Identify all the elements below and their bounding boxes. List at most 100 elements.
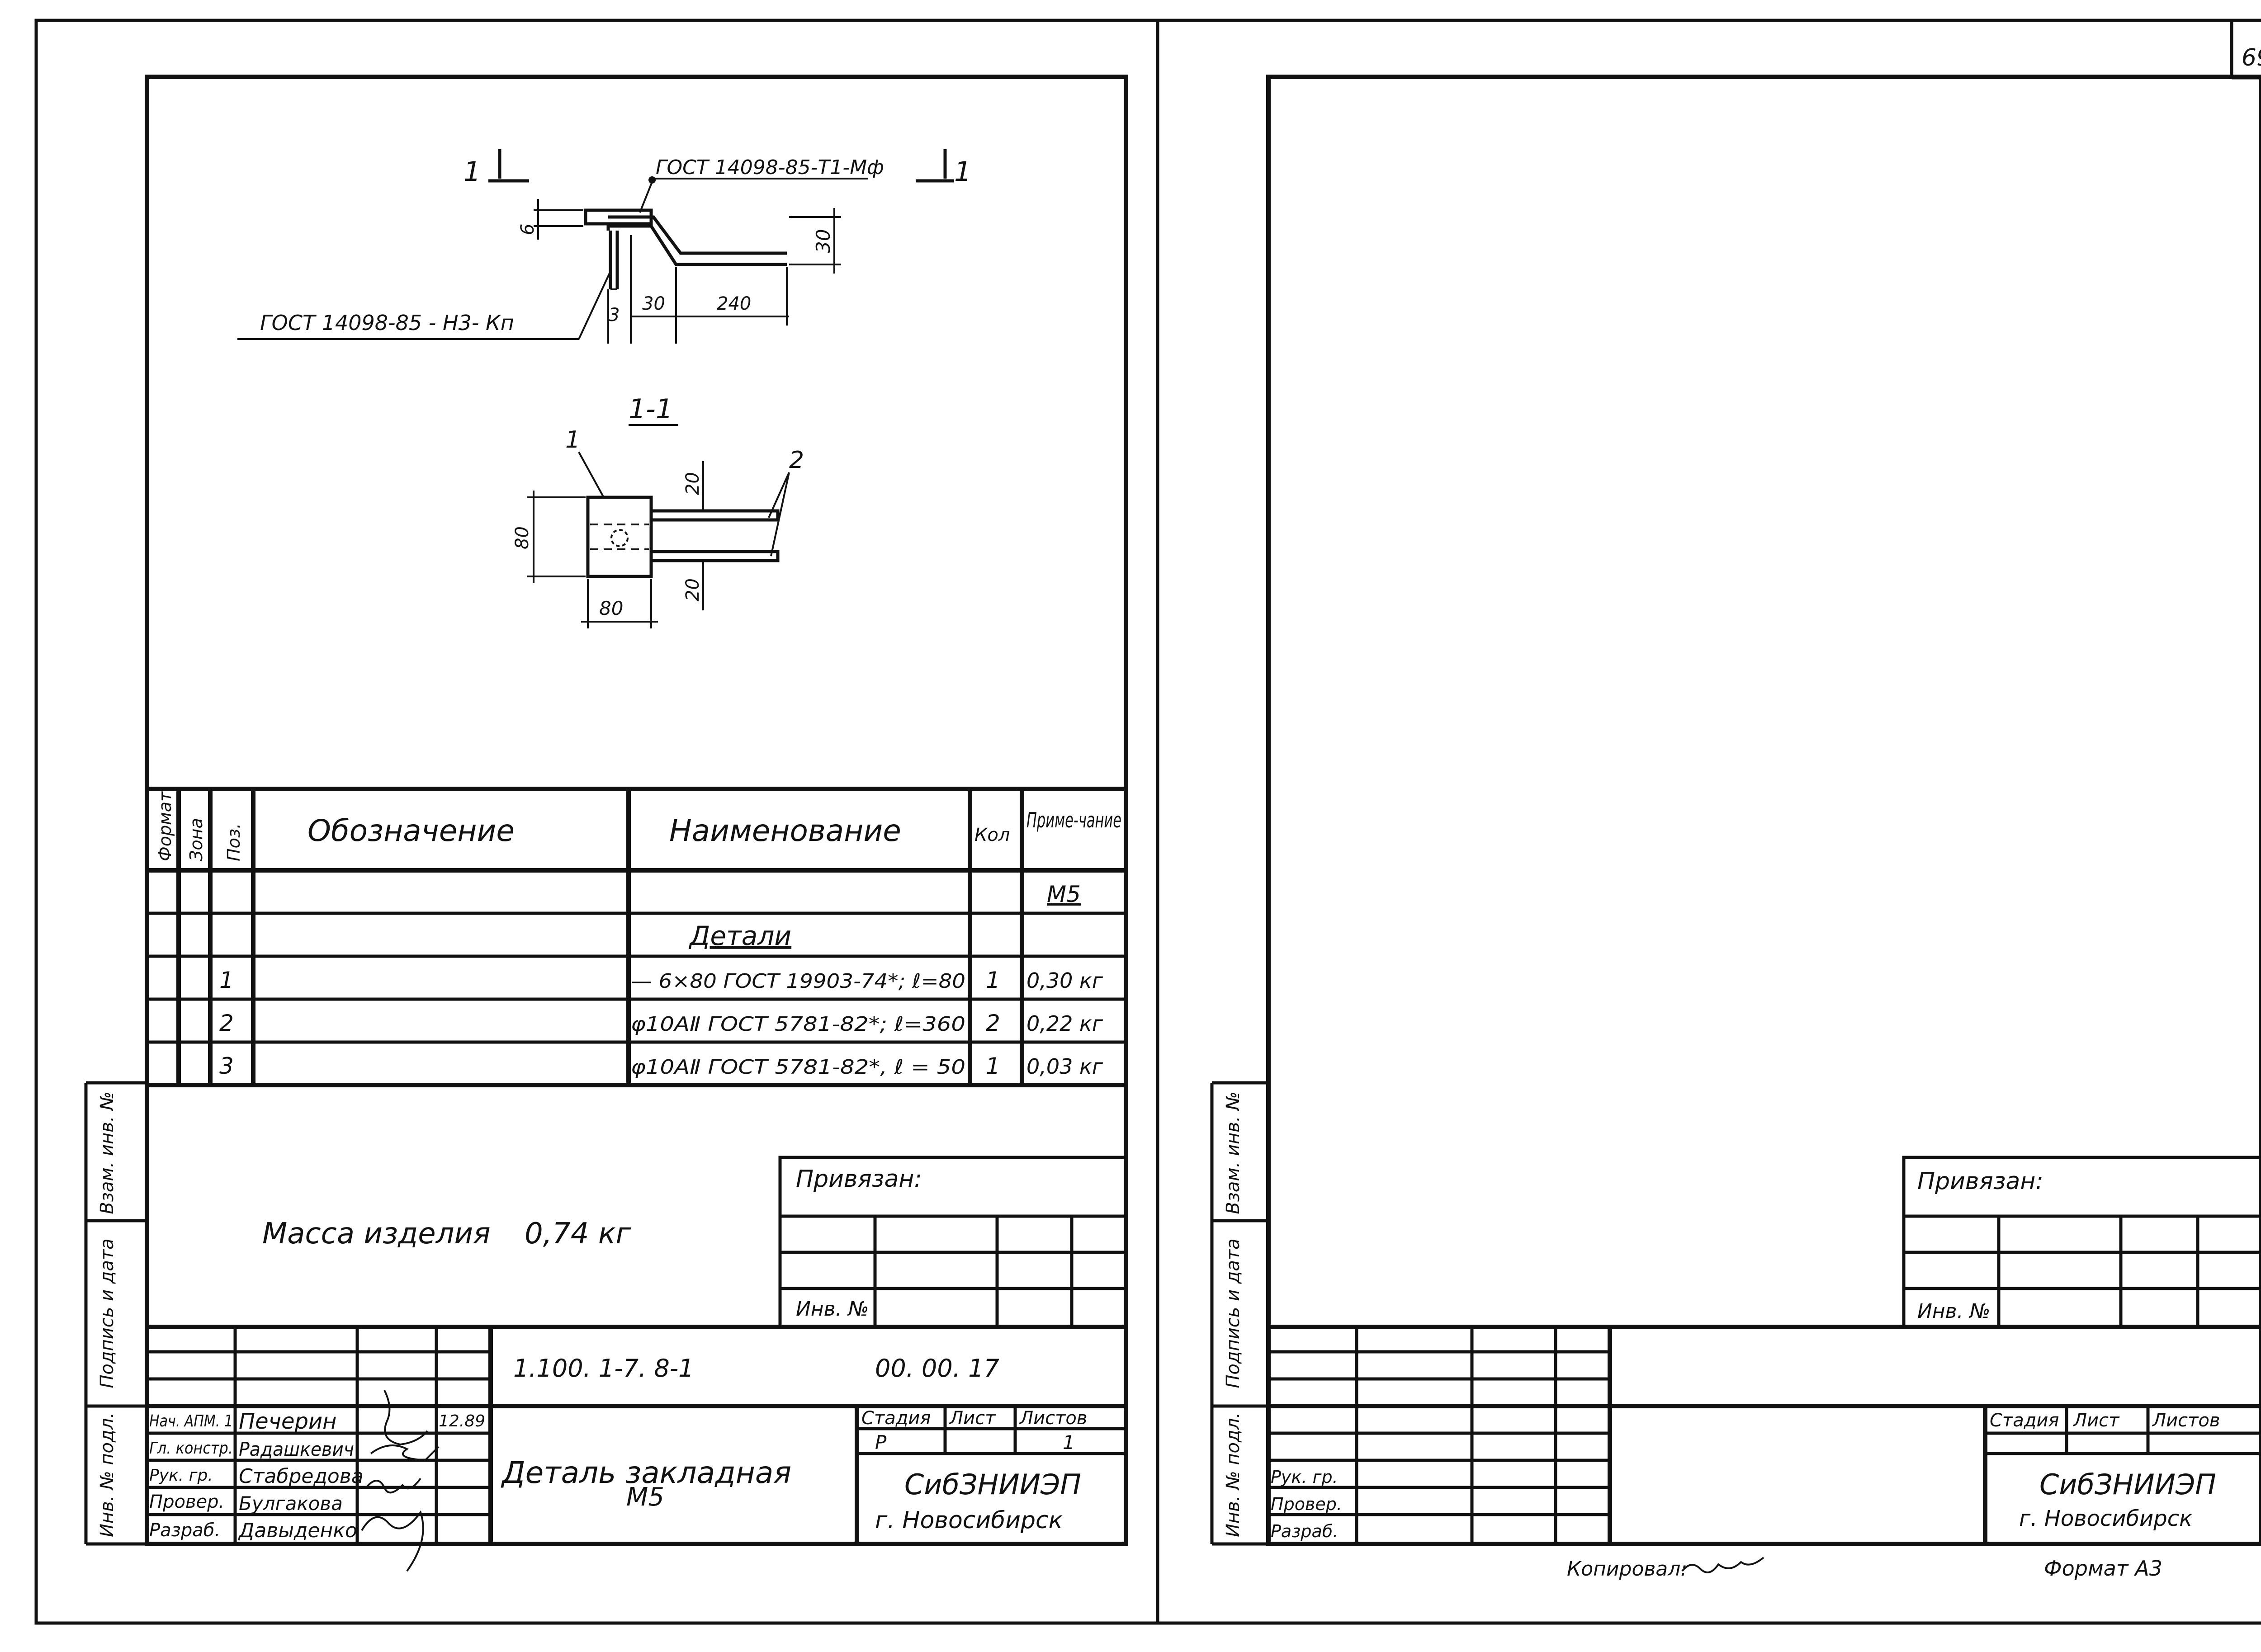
dim-240: 240 [717, 293, 751, 314]
left-side-strip: Взам. инв. № Подпись и дата Инв. № подл. [84, 1081, 147, 1546]
row1-name: — 6×80 ГОСТ 19903-74*; ℓ=80 [631, 970, 965, 993]
sheets-value: 1 [1063, 1431, 1075, 1454]
name-2: Стабредова [239, 1465, 364, 1488]
title-line1: Деталь закладная [501, 1455, 791, 1490]
leader-1-label: 1 [565, 426, 580, 453]
privyazan-block-left: Привязан: Инв. № [778, 1156, 1128, 1329]
title-block-right: Стадия Лист Листов СибЗНИИЭП г. Новосиби… [1268, 1325, 2261, 1544]
side-label-podpis: Подпись и дата [97, 1238, 118, 1388]
row2-pos: 2 [219, 1010, 234, 1036]
hdr-note: Приме-чание [1026, 808, 1121, 832]
leader-2-label: 2 [789, 447, 804, 474]
sheet-header: Лист [949, 1408, 996, 1429]
row2-name: φ10АⅡ ГОСТ 5781-82*; ℓ=360 [631, 1013, 965, 1036]
section-details: Детали [688, 920, 791, 951]
hdr-zone: Зона [186, 818, 206, 861]
dim-30: 30 [642, 293, 665, 314]
dim-20-bottom: 20 [682, 578, 703, 601]
row1-pos: 1 [219, 967, 234, 993]
right-side-strip: Взам. инв. № Подпись и дата Инв. № подл. [1210, 1081, 1268, 1546]
date-value: 12.89 [439, 1412, 485, 1430]
name-3: Булгакова [239, 1492, 343, 1515]
dim-80-width: 80 [599, 597, 623, 619]
callout-top: ГОСТ 14098-85-Т1-Мф [656, 156, 884, 179]
right-outer-frame [1156, 19, 2261, 1625]
doc-code: 1.100. 1-7. 8-1 [513, 1354, 694, 1383]
left-inner-frame [145, 75, 1128, 1546]
format-label: Формат А3 [2044, 1556, 2162, 1581]
r-sheet-header: Лист [2072, 1410, 2120, 1431]
signature-2 [370, 1444, 440, 1462]
dim-6: 6 [517, 224, 538, 235]
org-name: СибЗНИИЭП [904, 1468, 1081, 1501]
r-role-1: Провер. [1271, 1494, 1342, 1514]
hdr-designation: Обозначение [307, 813, 515, 848]
r-sheets-header: Листов [2152, 1410, 2220, 1431]
signature-3 [365, 1477, 421, 1494]
spec-table: Формат Зона Поз. Обозначение Наименовани… [147, 787, 1126, 1087]
signature-4 [361, 1510, 424, 1572]
r-stage-header: Стадия [1990, 1410, 2059, 1431]
mass-value: 0,74 кг [525, 1217, 631, 1251]
r-role-2: Разраб. [1271, 1521, 1338, 1541]
privyazan-block-right: Привязан: Инв. № [1902, 1156, 2261, 1329]
hdr-name: Наименование [669, 813, 901, 848]
side-label-vzam: Взам. инв. № [97, 1091, 118, 1214]
side-label-inv: Инв. № подл. [97, 1412, 118, 1537]
r-side-label-podpis: Подпись и дата [1223, 1238, 1244, 1388]
org-city: г. Новосибирск [875, 1507, 1063, 1534]
privyazan-label-left: Привязан: [796, 1166, 922, 1193]
r-role-0: Рук. гр. [1271, 1467, 1338, 1487]
row2-note: 0,22 кг [1026, 1011, 1103, 1036]
inv-no-right: Инв. № [1917, 1300, 1990, 1323]
row3-pos: 3 [219, 1053, 234, 1079]
stage-header: Стадия [861, 1408, 931, 1429]
name-0: Печерин [239, 1409, 337, 1434]
dim-3: 3 [608, 305, 620, 326]
doc-num: 00. 00. 17 [875, 1354, 999, 1383]
row1-note: 0,30 кг [1026, 968, 1103, 993]
row2-qty: 2 [986, 1010, 1000, 1036]
row1-qty: 1 [986, 967, 1000, 993]
note-m5: М5 [1047, 881, 1081, 907]
copied-signature [1681, 1557, 1764, 1573]
role-0: Нач. АПМ. 1 [149, 1412, 233, 1430]
name-4: Давыденко [238, 1519, 357, 1542]
role-4: Разраб. [149, 1520, 220, 1541]
section-view-drawing: 1-1 1 2 80 80 20 20 [512, 393, 804, 628]
dim-20-top: 20 [682, 472, 703, 495]
section-mark-left: 1 [464, 156, 481, 188]
row3-name: φ10АⅡ ГОСТ 5781-82*, ℓ = 50 [631, 1056, 965, 1079]
name-1: Радашкевич [239, 1438, 354, 1460]
inv-no-left: Инв. № [796, 1298, 869, 1321]
title-line2: М5 [626, 1482, 664, 1512]
r-side-label-inv: Инв. № подл. [1223, 1412, 1244, 1537]
mass-label: Масса изделия [262, 1217, 491, 1251]
hdr-pos: Поз. [224, 823, 244, 861]
role-1: Гл. констр. [149, 1439, 233, 1458]
stage-value: Р [875, 1431, 887, 1454]
r-side-label-vzam: Взам. инв. № [1223, 1091, 1244, 1214]
sheets-header: Листов [1019, 1408, 1087, 1429]
section-title: 1-1 [629, 393, 673, 425]
dim-80-height: 80 [512, 526, 533, 549]
right-inner-frame [1266, 75, 2261, 1546]
dim-30-right: 30 [812, 229, 834, 253]
page-number: 69 [2242, 44, 2261, 71]
role-3: Провер. [149, 1492, 224, 1512]
row3-qty: 1 [986, 1053, 1000, 1079]
row3-note: 0,03 кг [1026, 1054, 1103, 1079]
signature-1 [383, 1390, 428, 1446]
section-mark-right: 1 [954, 156, 971, 188]
hdr-qty: Кол [974, 825, 1010, 845]
copied-label: Копировал: [1567, 1558, 1687, 1581]
side-view-drawing: 1 1 ГОСТ 14098-85-Т1-Мф 6 30 3 [237, 149, 971, 344]
role-2: Рук. гр. [149, 1466, 213, 1485]
r-org-city: г. Новосибирск [2019, 1506, 2192, 1531]
r-org-name: СибЗНИИЭП [2039, 1468, 2216, 1501]
privyazan-label-right: Привязан: [1917, 1168, 2043, 1195]
title-block-left: 1.100. 1-7. 8-1 00. 00. 17 Деталь заклад… [147, 1325, 1126, 1572]
hdr-format: Формат [155, 791, 175, 861]
callout-bottom: ГОСТ 14098-85 - Н3- Кп [260, 311, 514, 335]
